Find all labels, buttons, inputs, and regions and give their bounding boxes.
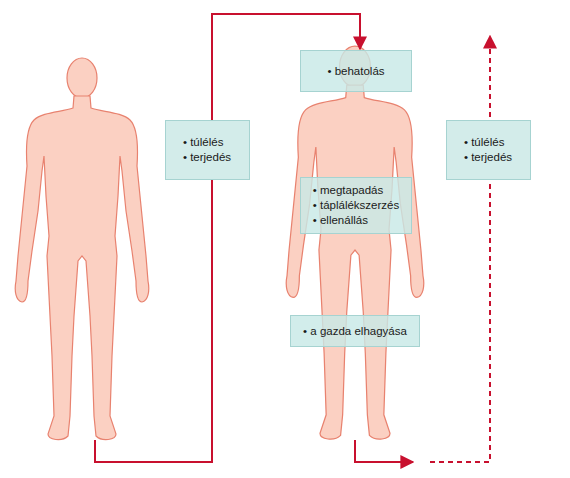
box-text: • megtapadás xyxy=(313,183,399,198)
transmission-arrow xyxy=(355,440,413,462)
box-text: • ellenállás xyxy=(313,213,399,228)
box-text: • táplálékszerzés xyxy=(313,198,399,213)
text-box: • a gazda elhagyása xyxy=(290,315,420,347)
text-box: • megtapadás• táplálékszerzés• ellenállá… xyxy=(300,177,412,234)
human-figure xyxy=(286,46,424,439)
text-box: • túlélés• terjedés xyxy=(446,120,531,180)
human-figure xyxy=(15,58,149,440)
text-box: • túlélés• terjedés xyxy=(165,120,250,180)
dashed-arrow xyxy=(430,36,490,462)
text-box: • behatolás xyxy=(300,50,412,92)
box-text: • terjedés xyxy=(183,150,231,165)
box-text: • terjedés xyxy=(464,150,512,165)
box-text: • behatolás xyxy=(327,64,384,79)
box-text: • túlélés xyxy=(183,135,231,150)
box-text: • a gazda elhagyása xyxy=(303,324,407,339)
transmission-line xyxy=(95,150,212,462)
box-text: • túlélés xyxy=(464,135,512,150)
